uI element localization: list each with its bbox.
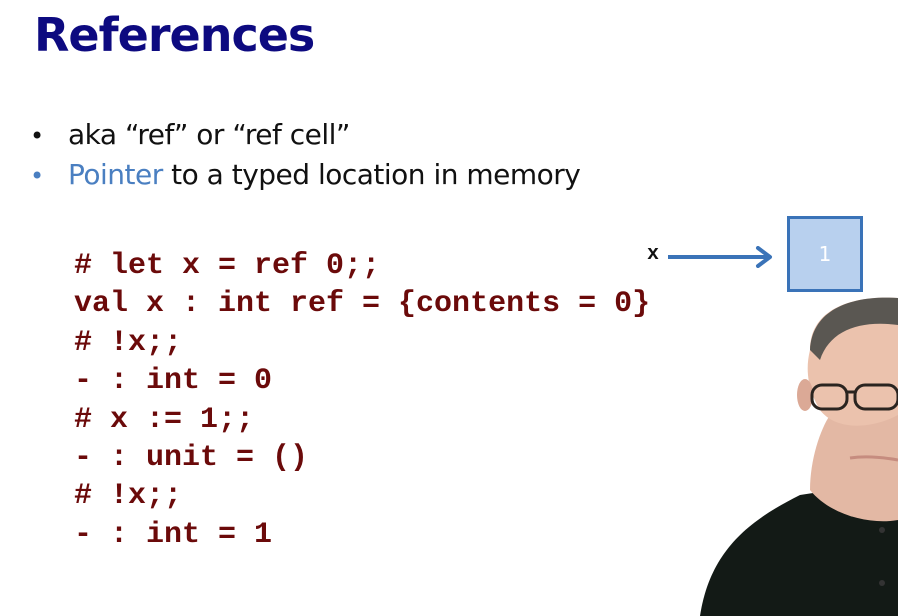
diagram-variable-label: x	[647, 243, 660, 266]
ref-cell-box: 1	[787, 216, 863, 292]
code-line: # let x = ref 0;;	[74, 249, 381, 283]
code-line: - : int = 0	[74, 364, 273, 399]
code-line: # !x;;	[74, 479, 183, 514]
code-line: val x : int ref = {contents = 0}	[74, 287, 651, 322]
code-line: # !x;;	[74, 325, 183, 360]
code-line: - : int = 1	[74, 517, 273, 552]
bullet-item: • Pointer to a typed location in memory	[30, 158, 581, 198]
slide-title: References	[34, 8, 315, 62]
bullet-text: to a typed location in memory	[162, 158, 581, 191]
bullet-item: • aka “ref” or “ref cell”	[30, 118, 580, 158]
bullet-dot-icon: •	[30, 122, 44, 150]
code-block: # let x = ref 0;; val x : int ref = {con…	[74, 247, 650, 554]
code-line: # x := 1;;	[74, 402, 255, 437]
code-line: - : unit = ()	[74, 440, 309, 475]
bullet-list: • aka “ref” or “ref cell” • Pointer to a…	[30, 118, 581, 198]
bullet-dot-icon: •	[30, 162, 44, 190]
ref-cell-value: 1	[818, 242, 832, 266]
bullet-accent-text: Pointer	[68, 158, 163, 191]
presenter-video	[700, 297, 898, 616]
bullet-text: aka “ref” or “ref cell”	[68, 118, 350, 151]
arrow-right-icon	[668, 246, 772, 268]
